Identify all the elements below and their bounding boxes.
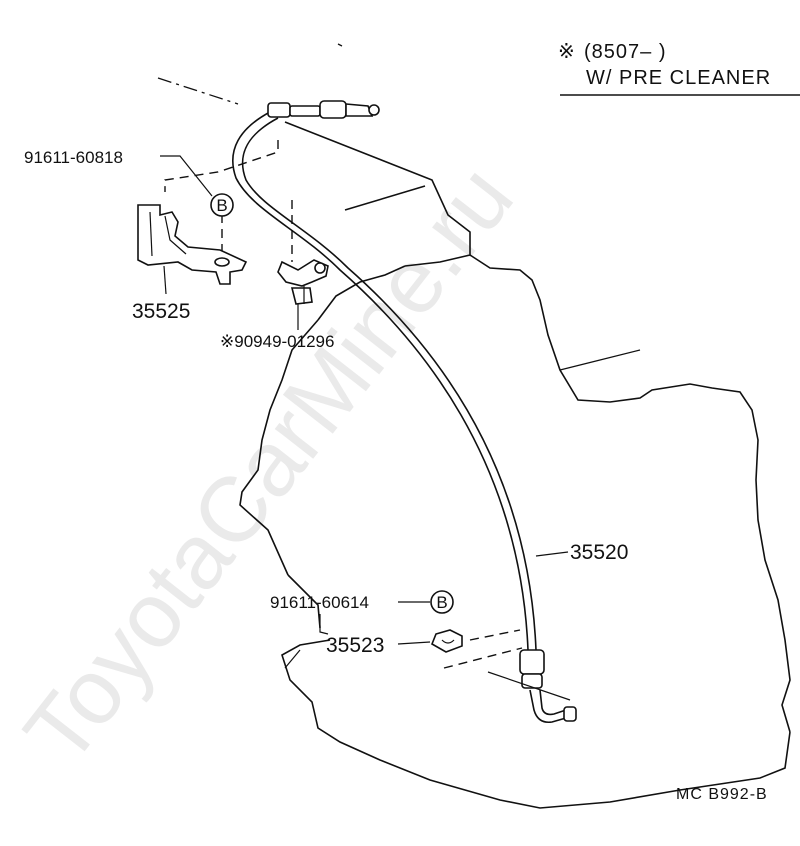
bracket-35523 <box>430 629 463 653</box>
header-mark: ※ <box>558 41 576 63</box>
header-note: ※ (8507– ) W/ PRE CLEANER <box>558 41 800 96</box>
watermark-text: ToyotaCarMine.ru <box>5 147 532 782</box>
bolt-marker-lower: B <box>430 590 454 614</box>
assembly-dashes <box>164 140 571 701</box>
clamp-90949 <box>277 259 329 305</box>
throttle-cable <box>232 100 577 724</box>
label-bolt-upper: 91611-60818 <box>24 148 123 167</box>
leader-lines <box>160 155 569 645</box>
bolt-marker-upper-letter: B <box>216 196 227 215</box>
bracket-35525 <box>137 204 248 285</box>
transmission-outline <box>239 121 791 809</box>
label-clamp: ※90949-01296 <box>220 332 334 351</box>
label-cable-35520: 35520 <box>570 541 628 564</box>
label-bracket-35525: 35525 <box>132 300 190 323</box>
header-range: (8507– ) <box>584 41 667 63</box>
bolt-marker-lower-letter: B <box>436 593 447 612</box>
label-bracket-35523: 35523 <box>326 634 384 657</box>
label-bolt-lower: 91611-60614 <box>270 593 369 612</box>
header-condition: W/ PRE CLEANER <box>586 67 771 89</box>
bolt-marker-upper: B <box>210 193 234 217</box>
diagram-code: MC B992-B <box>676 786 768 803</box>
center-lines <box>157 43 343 105</box>
